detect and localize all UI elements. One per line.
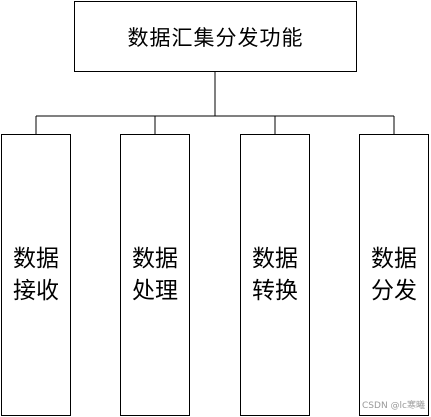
child-node-label-line1: 数据 bbox=[252, 246, 298, 272]
child-node-label-line2: 接收 bbox=[13, 278, 59, 304]
child-node-label-line1: 数据 bbox=[132, 246, 178, 272]
child-node-label-line2: 转换 bbox=[252, 278, 298, 304]
child-node-label-line1: 数据 bbox=[371, 246, 417, 272]
root-node-label: 数据汇集分发功能 bbox=[127, 25, 304, 50]
root-node: 数据汇集分发功能 bbox=[74, 1, 357, 72]
child-node-data-receive: 数据 接收 bbox=[1, 134, 71, 416]
child-node-label-line2: 分发 bbox=[371, 278, 417, 304]
child-node-data-distribute: 数据 分发 bbox=[359, 134, 429, 416]
child-node-data-process: 数据 处理 bbox=[120, 134, 190, 416]
child-node-label-line2: 处理 bbox=[132, 278, 178, 304]
child-node-label-line1: 数据 bbox=[13, 246, 59, 272]
watermark-text: CSDN @lc寒曦 bbox=[362, 401, 425, 411]
child-node-data-convert: 数据 转换 bbox=[240, 134, 310, 416]
